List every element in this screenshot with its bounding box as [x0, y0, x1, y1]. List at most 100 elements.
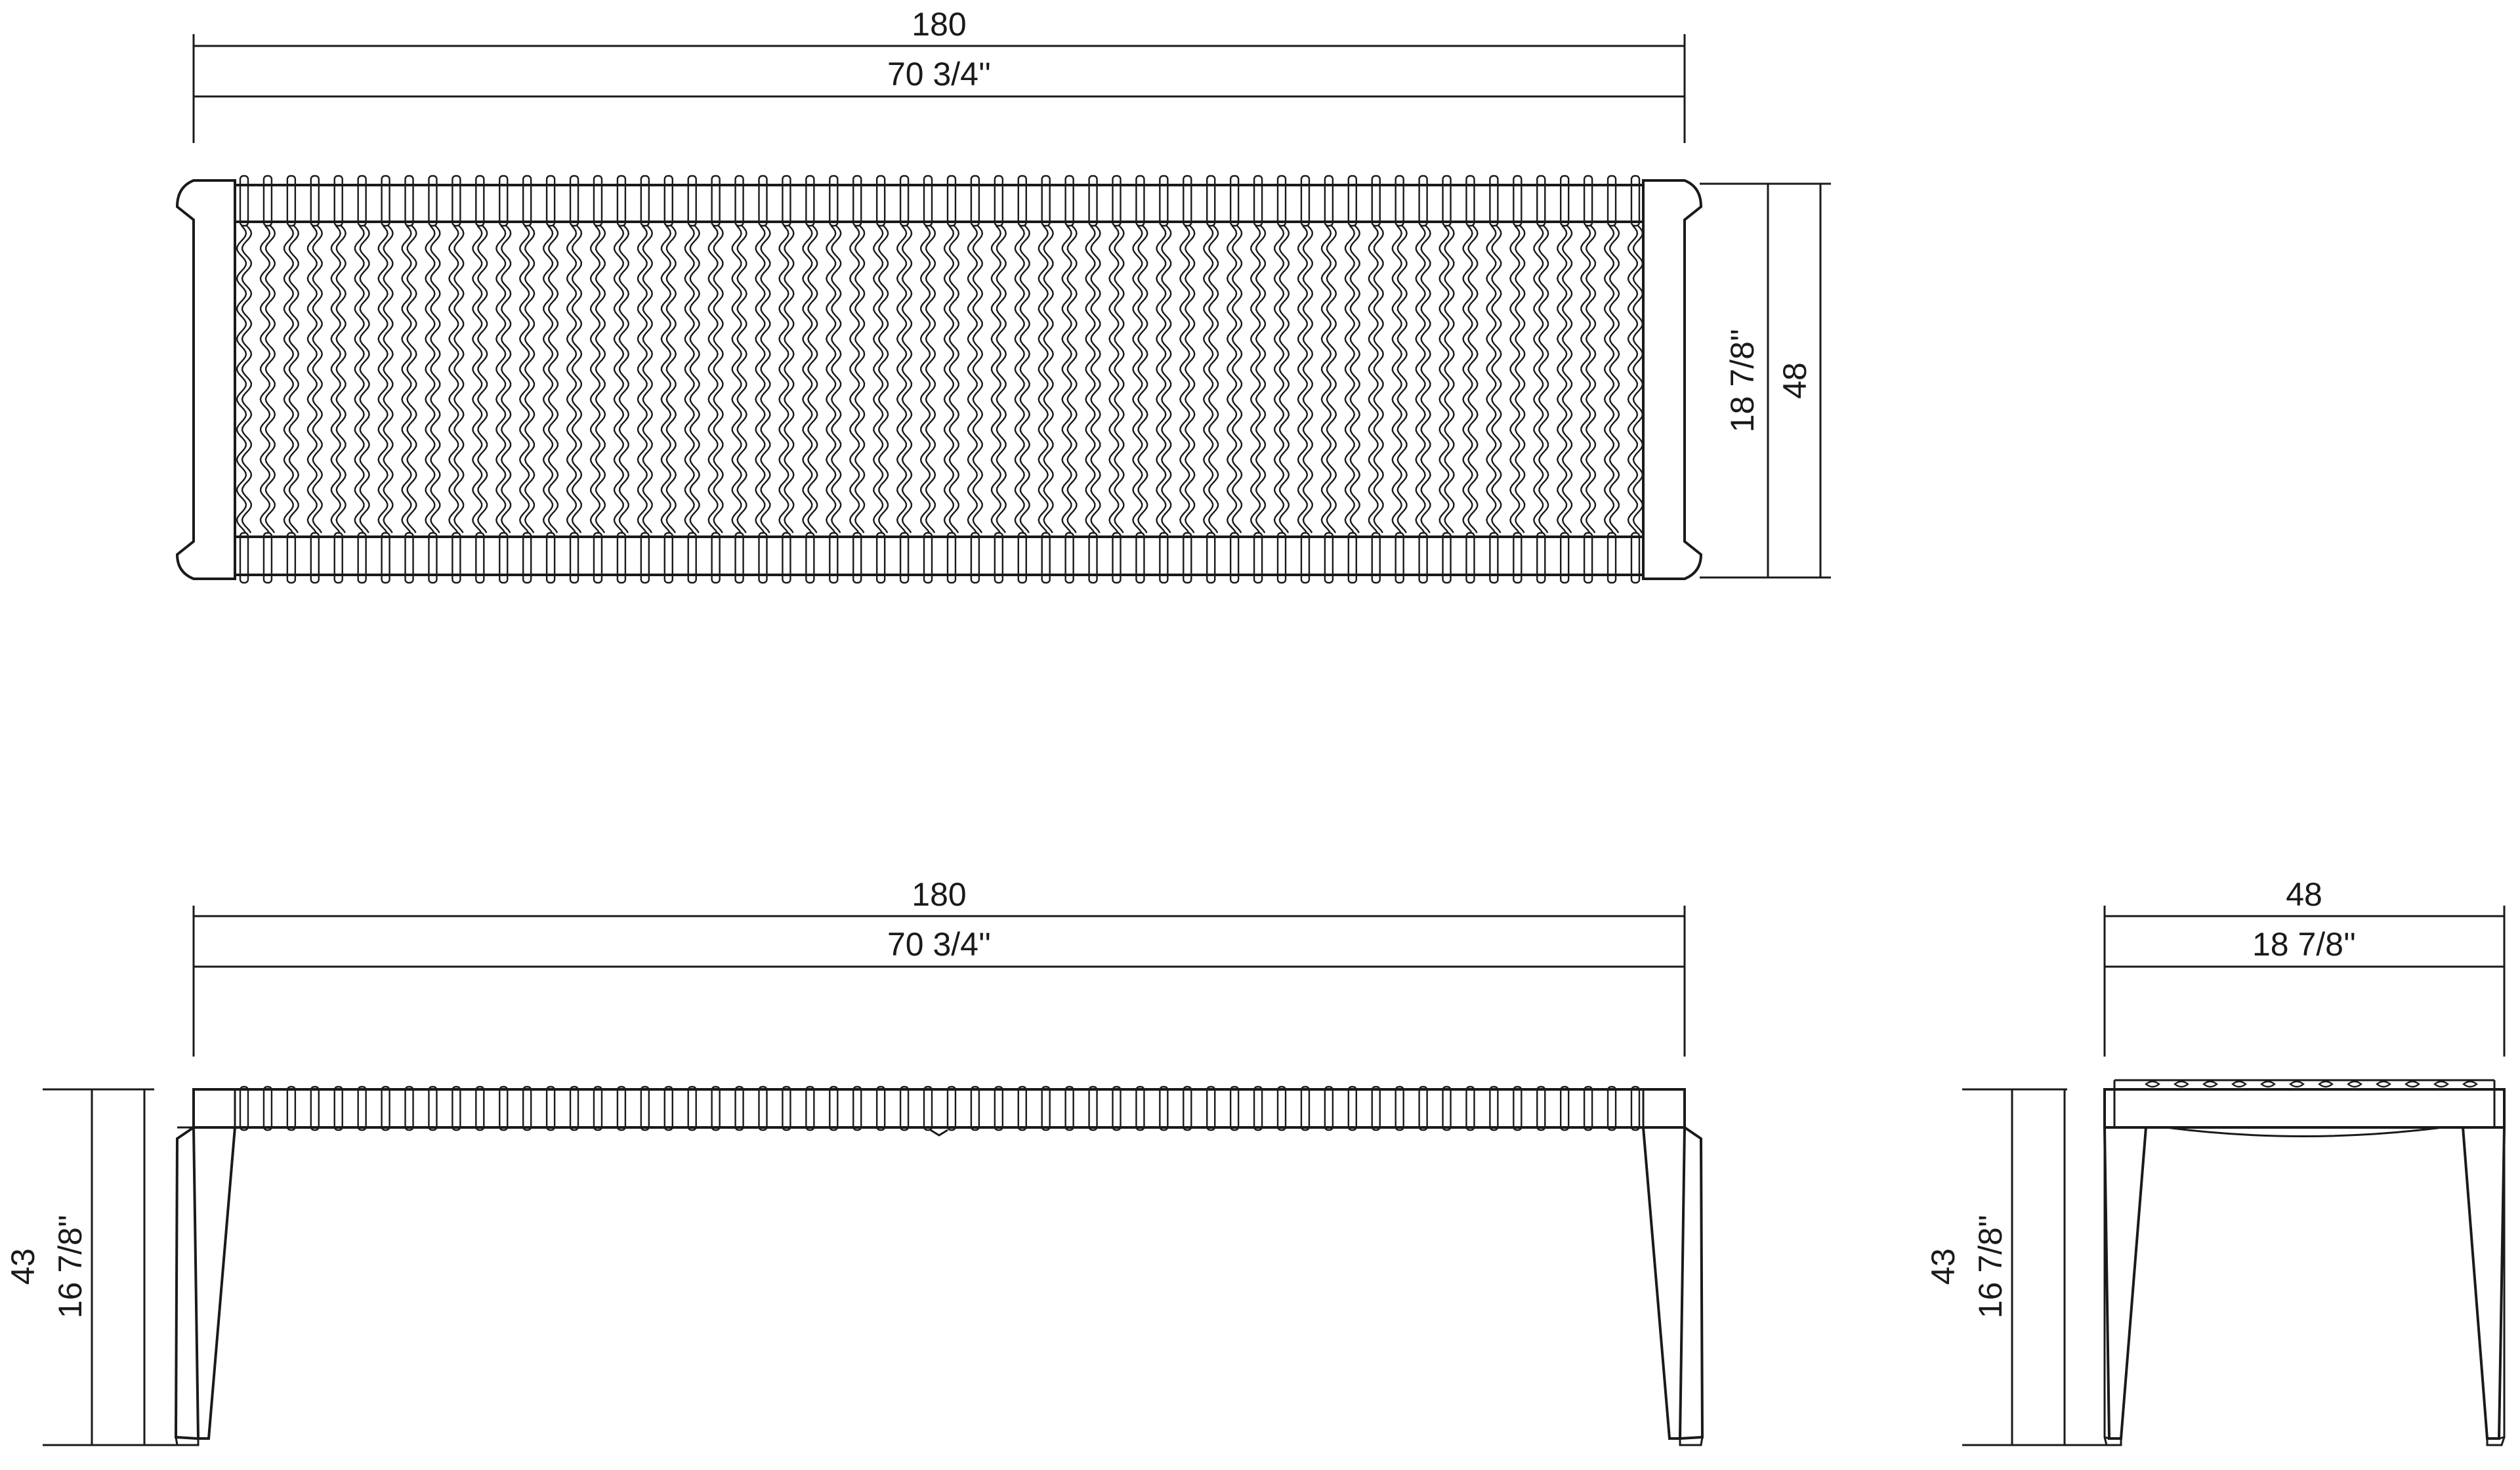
rope-strand: [306, 225, 318, 534]
top-width-dimension: 180 70 3/4'': [192, 6, 1686, 143]
rope-strand: [1038, 225, 1049, 534]
rope-wrap: [1229, 1085, 1240, 1131]
rope-strand: [1255, 225, 1267, 534]
rope-wrap-top: [381, 175, 390, 227]
front-width-dimension: 180 70 3/4'': [192, 876, 1686, 1057]
rope-knot: [2347, 1080, 2362, 1088]
rope-strand: [1391, 225, 1402, 534]
rope-strand: [1208, 225, 1219, 534]
rope-knot: [2260, 1080, 2276, 1088]
rope-wrap-bottom: [1135, 532, 1145, 584]
rope-wrap-top: [1300, 175, 1311, 227]
rope-wrap-bottom: [711, 532, 721, 584]
rope-strand: [731, 225, 742, 534]
rope-strand: [283, 225, 295, 534]
rope-strand: [1349, 225, 1361, 534]
top-depth-cm-label: 48: [1776, 362, 1813, 399]
rope-wrap-top: [616, 175, 627, 227]
rope-wrap: [404, 1085, 414, 1131]
rope-wrap: [946, 1085, 957, 1131]
rope-wrap-top: [286, 175, 297, 227]
rope-wrap-top: [923, 175, 933, 227]
rope-wrap-bottom: [1324, 532, 1334, 584]
rope-wrap-top: [1536, 175, 1546, 227]
rope-wrap: [663, 1085, 673, 1131]
rope-wrap: [734, 1085, 744, 1131]
rope-wrap: [1276, 1085, 1287, 1131]
rope-strand: [1462, 225, 1473, 534]
rope-strand: [660, 225, 672, 534]
rope-wrap: [1395, 1085, 1404, 1131]
side-view-rope-knots: [2145, 1080, 2478, 1088]
rope-wrap-bottom: [875, 532, 886, 584]
rope-wrap: [545, 1085, 556, 1131]
rope-wrap-bottom: [357, 532, 367, 584]
rope-wrap-bottom: [1064, 532, 1074, 584]
top-view: 180 70 3/4'' 18 7/8'' 48: [175, 6, 1831, 584]
rope-strand: [1344, 225, 1356, 534]
rope-strand: [925, 225, 936, 534]
rope-strand: [1632, 225, 1644, 534]
rope-wrap-top: [1135, 175, 1145, 227]
rope-knot: [2433, 1080, 2449, 1088]
rope-wrap-bottom: [1183, 532, 1192, 584]
top-width-cm-label: 180: [912, 6, 966, 43]
rope-wrap-bottom: [1606, 532, 1617, 584]
rope-strand: [665, 225, 677, 534]
rope-wrap-bottom: [1395, 532, 1404, 584]
rope-strand: [613, 225, 625, 534]
rope-wrap-bottom: [499, 532, 509, 584]
rope-strand: [1273, 225, 1285, 534]
rope-wrap: [829, 1085, 839, 1131]
rope-strand: [736, 225, 747, 534]
rope-wrap-top: [687, 175, 697, 227]
rope-wrap-bottom: [404, 532, 414, 584]
rope-strand: [1066, 225, 1078, 534]
rope-strand: [264, 225, 276, 534]
rope-strand: [383, 225, 394, 534]
rope-wrap-top: [1606, 175, 1617, 227]
rope-strand: [896, 225, 908, 534]
rope-wrap: [923, 1085, 933, 1131]
rope-wrap-top: [1371, 175, 1381, 227]
rope-strand: [1561, 225, 1573, 534]
rope-wrap-top: [262, 175, 273, 227]
side-depth-dimension: 48 18 7/8'': [2103, 876, 2506, 1057]
rope-wrap-bottom: [381, 532, 390, 584]
rope-knot: [2174, 1080, 2189, 1088]
rope-wrap-top: [1489, 175, 1499, 227]
rope-strand: [595, 225, 606, 534]
rope-strand: [807, 225, 818, 534]
top-view-rope-weave: [236, 175, 1644, 584]
rope-strand: [312, 225, 324, 534]
rope-strand: [518, 225, 530, 534]
rope-wrap-bottom: [829, 532, 839, 584]
rope-strand: [1438, 225, 1450, 534]
rope-wrap: [1347, 1085, 1358, 1131]
rope-strand: [377, 225, 388, 534]
rope-wrap-top: [1465, 175, 1475, 227]
rope-strand: [354, 225, 365, 534]
rope-wrap-bottom: [970, 532, 980, 584]
rope-wrap: [522, 1085, 532, 1131]
rope-wrap: [239, 1085, 249, 1131]
rope-wrap-bottom: [545, 532, 556, 584]
rope-strand: [713, 225, 724, 534]
rope-wrap: [1159, 1085, 1169, 1131]
rope-strand: [495, 225, 507, 534]
rope-wrap-bottom: [640, 532, 650, 584]
rope-wrap-top: [593, 175, 603, 227]
rope-wrap: [970, 1085, 980, 1131]
rope-wrap: [499, 1085, 509, 1131]
rope-wrap: [852, 1085, 862, 1131]
rope-strand: [430, 225, 441, 534]
rope-strand: [1132, 225, 1143, 534]
rope-wrap-top: [333, 175, 343, 227]
rope-strand: [241, 225, 253, 534]
rope-wrap: [1300, 1085, 1311, 1131]
rope-wrap-top: [875, 175, 886, 227]
rope-wrap-bottom: [687, 532, 697, 584]
rope-wrap: [1064, 1085, 1074, 1131]
rope-wrap-bottom: [1536, 532, 1546, 584]
rope-strand: [335, 225, 346, 534]
